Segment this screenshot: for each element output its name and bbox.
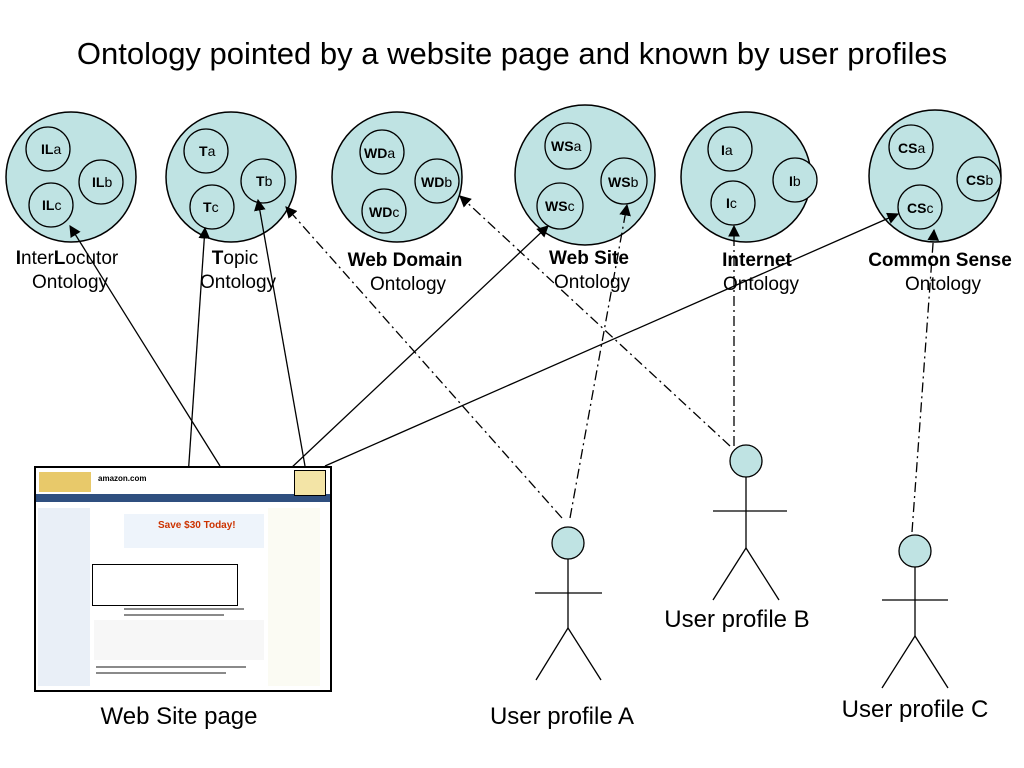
user-head xyxy=(898,534,932,568)
concept-label: CSa xyxy=(898,140,925,156)
concept-bubble xyxy=(28,182,74,228)
link-page-to-ILc xyxy=(69,225,221,467)
link-userA-to-WSb xyxy=(569,203,631,519)
thumbnail-save-text: Save $30 Today! xyxy=(158,520,236,531)
user-label: User profile A xyxy=(490,703,634,730)
ontology-web-site: WSa WSb WSc Web Site Ontology xyxy=(514,104,656,293)
thumbnail-promo-image xyxy=(39,472,91,492)
thumbnail-text-line xyxy=(124,614,224,616)
concept-bubble xyxy=(772,157,818,203)
ontology-name: Topic xyxy=(212,248,258,269)
thumbnail-text-line xyxy=(96,672,226,674)
ontology-internet: Ia Ib Ic Internet Ontology xyxy=(680,111,818,295)
thumbnail-header: amazon.com xyxy=(36,468,330,496)
concept-label: ILb xyxy=(92,174,112,190)
user-head xyxy=(729,444,763,478)
link-page-to-CSc xyxy=(324,212,900,467)
concept-label: Ic xyxy=(726,195,737,211)
thumbnail-logo: amazon.com xyxy=(98,474,147,483)
user-label: User profile B xyxy=(664,606,809,633)
concept-bubble xyxy=(707,126,753,172)
user-label: User profile C xyxy=(842,696,989,723)
concept-label: WSb xyxy=(608,174,639,190)
thumbnail-left-column xyxy=(38,508,90,686)
link-userB-to-WDb xyxy=(459,195,731,447)
concept-bubble xyxy=(888,124,934,170)
website-label: Web Site page xyxy=(101,703,258,730)
thumbnail-featured-book xyxy=(92,564,238,606)
ontology-name: Common Sense xyxy=(868,250,1012,271)
user-leg xyxy=(745,547,780,601)
concept-bubble xyxy=(536,182,584,230)
concept-label: Ta xyxy=(199,143,216,159)
concept-bubble xyxy=(25,126,71,172)
user-leg xyxy=(914,635,949,689)
link-userA-to-Tb xyxy=(285,206,563,519)
concept-label: Tb xyxy=(256,173,273,189)
user-leg xyxy=(567,627,602,681)
user-profile-b: User profile B xyxy=(664,444,810,633)
user-leg xyxy=(881,635,916,689)
concept-bubble xyxy=(183,128,229,174)
thumbnail-text-line xyxy=(96,666,246,668)
user-links xyxy=(285,195,940,533)
concept-label: WSc xyxy=(545,198,575,214)
concept-bubble xyxy=(78,159,124,205)
user-profile-a: User profile A xyxy=(490,526,634,730)
concept-label: CSc xyxy=(907,200,933,216)
thumbnail-recommended-section xyxy=(94,620,264,660)
ontology-common-sense: CSa CSb CSc Common Sense Ontology xyxy=(868,109,1012,295)
concept-label: Ib xyxy=(789,173,801,189)
ontology-name-line2: Ontology xyxy=(554,272,631,293)
concept-bubble xyxy=(897,184,943,230)
ontology-name: Internet xyxy=(722,250,792,271)
concept-bubble xyxy=(359,129,405,175)
thumbnail-right-column xyxy=(268,508,320,686)
user-profile-c: User profile C xyxy=(842,534,989,723)
concept-label: WDa xyxy=(364,145,395,161)
ontology-name: InterLocutor xyxy=(16,248,119,269)
ontology-topic: Ta Tb Tc Topic Ontology xyxy=(165,111,297,293)
concept-bubble xyxy=(361,188,407,234)
concept-label: CSb xyxy=(966,172,993,188)
concept-label: Tc xyxy=(203,199,219,215)
thumbnail-banner xyxy=(124,514,264,548)
concept-label: WDb xyxy=(421,174,452,190)
ontology-web-domain: WDa WDb WDc Web Domain Ontology xyxy=(331,111,463,295)
concept-label: ILc xyxy=(42,197,61,213)
concept-label: ILa xyxy=(41,141,61,157)
concept-bubble xyxy=(189,184,235,230)
website-thumbnail: amazon.com Save $30 Today! xyxy=(34,466,332,692)
ontology-name-line2: Ontology xyxy=(370,274,447,295)
user-leg xyxy=(535,627,569,681)
ontology-name: Web Domain xyxy=(348,250,463,271)
thumbnail-text-line xyxy=(124,608,244,610)
concept-bubble xyxy=(414,158,460,204)
concept-label: Ia xyxy=(721,142,733,158)
thumbnail-side-ad xyxy=(294,470,326,496)
thumbnail-nav xyxy=(36,494,330,502)
ontology-name-line2: Ontology xyxy=(723,274,800,295)
link-page-to-Tb xyxy=(254,198,306,467)
concept-label: WSa xyxy=(551,138,582,154)
ontology-name-line2: Ontology xyxy=(200,272,277,293)
ontology-interlocutor: ILa ILb ILc InterLocutor Ontology xyxy=(5,111,137,293)
concept-bubble xyxy=(544,122,592,170)
user-head xyxy=(551,526,585,560)
user-leg xyxy=(712,547,747,601)
concept-bubble xyxy=(956,156,1002,202)
page-title: Ontology pointed by a website page and k… xyxy=(76,36,948,71)
ontology-name-line2: Ontology xyxy=(905,274,982,295)
ontology-name-line2: Ontology xyxy=(32,272,109,293)
ontology-name: Web Site xyxy=(549,248,629,269)
concept-label: WDc xyxy=(369,204,399,220)
